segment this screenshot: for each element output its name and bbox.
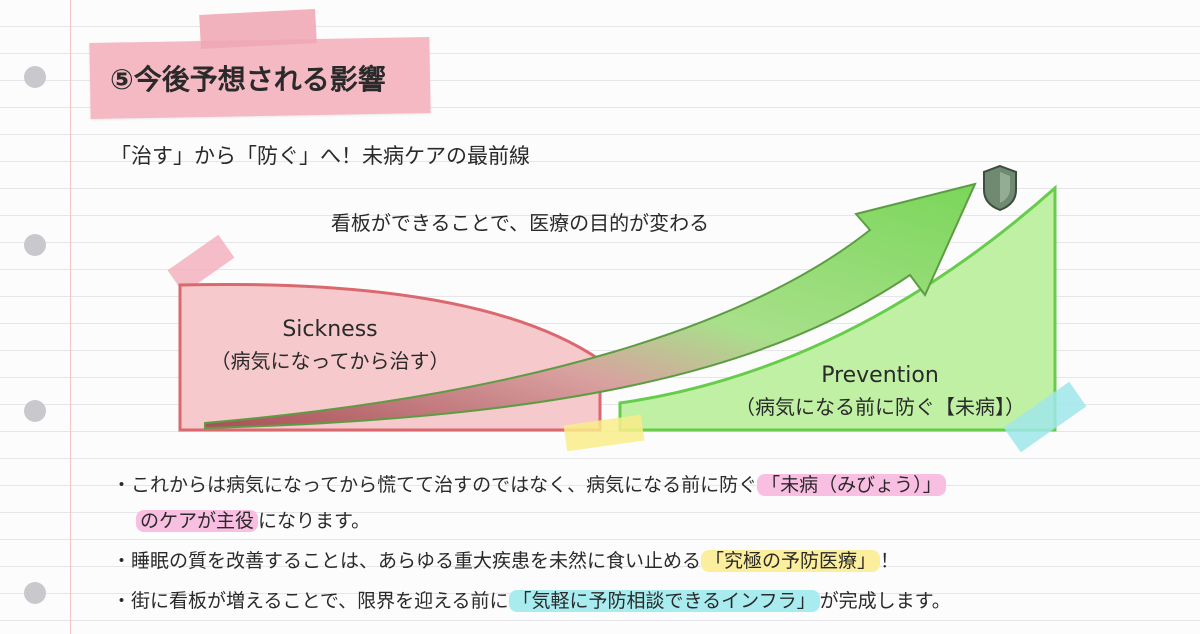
bullet-text: 睡眠の質を改善することは、あらゆる重大疾患を未然に食い止める [131,550,702,572]
bullet-text: 街に看板が増えることで、限界を迎える前に [131,590,509,612]
margin-line [70,0,71,634]
growth-arrow [204,182,977,430]
binder-hole [24,66,46,88]
tape-piece [1003,381,1087,453]
sickness-sublabel: （病気になってから治す） [211,349,450,373]
bullet-item: ・街に看板が増えることで、限界を迎える前に「気軽に予防相談できるインフラ」が完成… [112,586,951,613]
page-title: ⑤今後予想される影響 [110,63,386,96]
prevention-diagram: 看板ができることで、医療の目的が変わる Sickness （病気になってから治す… [167,164,1087,453]
shield-icon [983,164,1017,212]
tape-piece [167,234,235,294]
bullet-marker: ・ [112,590,132,612]
bullet-text: になります。 [258,510,371,532]
bullet-item: ・これからは病気になってから慌てて治すのではなく、病気になる前に防ぐ「未病（みび… [112,470,946,497]
binder-hole [24,234,46,256]
highlight-text: 「究極の予防医療」 [701,550,881,572]
bullet-text: が完成します。 [819,590,951,612]
bullet-text: これからは病気になってから慌てて治すのではなく、病気になる前に防ぐ [131,474,758,496]
bullet-text: ！ [880,550,900,572]
highlight-text: のケアが主役 [136,510,259,532]
bullet-marker: ・ [112,474,132,496]
bullet-item-continuation: のケアが主役になります。 [136,506,370,533]
prevention-sublabel: （病気になる前に防ぐ【未病】） [735,395,1025,419]
binder-hole [24,400,46,422]
prevention-label: Prevention [821,363,939,388]
tape-piece [563,414,645,452]
highlight-text: 「未病（みびょう）」 [757,474,946,496]
prevention-region [618,184,1057,432]
tape-strip [199,8,317,50]
binder-hole [24,582,46,604]
diagram-caption: 看板ができることで、医療の目的が変わる [331,211,709,235]
bullet-item: ・睡眠の質を改善することは、あらゆる重大疾患を未然に食い止める「究極の予防医療」… [112,546,899,573]
sickness-label: Sickness [282,317,377,342]
highlight-text: 「気軽に予防相談できるインフラ」 [508,590,820,612]
subtitle: 「治す」から「防ぐ」へ！未病ケアの最前線 [110,144,530,168]
bullet-marker: ・ [112,550,132,572]
